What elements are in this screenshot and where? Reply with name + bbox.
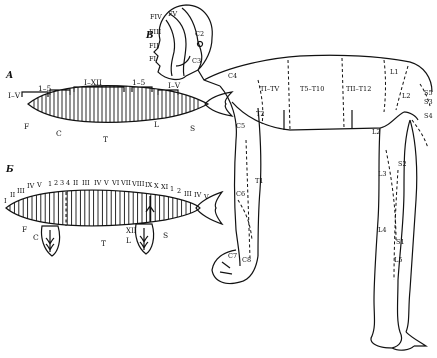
fish-b-label-ii: II <box>10 191 16 199</box>
fish-b-label-i: I <box>4 197 7 205</box>
fish-a-label-t: T <box>103 135 108 144</box>
fish-b-label-iii: III <box>17 187 25 195</box>
fish-b-label-c: C <box>33 233 39 242</box>
label-fv: FV <box>168 10 178 18</box>
fish-b-label-v: V <box>36 181 42 189</box>
label-fi: FI <box>149 55 157 63</box>
label-t1: T1 <box>255 177 263 185</box>
fish-b-label-4: 4 <box>66 179 70 187</box>
fish-b-label-iii-c: III <box>184 190 192 198</box>
fish-a-label-i-xii: I–XII <box>84 78 102 87</box>
panel-c: В <box>145 5 433 350</box>
fish-b-body <box>6 190 200 226</box>
fish-b-label-iv-b: IV <box>94 179 102 187</box>
fish-a-label-1-5-right: 1–5 <box>132 78 146 87</box>
fish-b-label-viii: VIII <box>131 180 145 188</box>
fish-b-front-fin <box>41 226 59 256</box>
human-head <box>154 5 220 86</box>
label-l2-top: L2 <box>402 92 410 100</box>
label-tii-t12: TII–T12 <box>346 85 371 93</box>
panel-a-letter: А <box>5 71 13 81</box>
label-s5: S5 <box>424 89 433 97</box>
panel-b-letter: Б <box>5 165 14 175</box>
label-c7: C7 <box>228 252 237 260</box>
panel-b: Б I II III IV V 1 <box>4 165 222 256</box>
fish-a-label-s: S <box>190 124 195 133</box>
fish-b-label-iv: IV <box>27 182 35 190</box>
fish-a-label-iv-left: I–V <box>8 91 21 100</box>
fish-b-label-f: F <box>22 225 27 234</box>
fish-b-label-x: X <box>154 182 159 190</box>
label-fiv: FIV <box>150 13 162 21</box>
fish-b-label-v-b: V <box>103 179 109 187</box>
label-l5: L5 <box>394 256 402 264</box>
label-s1: S1 <box>396 238 405 246</box>
fish-a-label-c: C <box>56 129 62 138</box>
label-ti-tv: TI–TV <box>260 85 279 93</box>
fish-b-label-iii-b: III <box>82 179 90 187</box>
label-l4: L4 <box>378 226 386 234</box>
fish-a-label-l: L <box>154 120 159 129</box>
label-l3: L3 <box>378 170 386 178</box>
fish-b-label-ii-b: II <box>73 179 79 187</box>
label-fiii: FIII <box>149 28 162 36</box>
label-s4: S4 <box>424 112 433 120</box>
label-c4: C4 <box>228 72 237 80</box>
fish-b-label-1: 1 <box>48 180 52 188</box>
label-l2-mid: L2 <box>372 128 380 136</box>
fish-b-label-2: 2 <box>54 179 58 187</box>
fish-a-label-f: F <box>24 122 29 131</box>
fish-b-label-xii: XII <box>126 227 137 235</box>
fish-b-label-ix: IX <box>145 181 153 189</box>
fish-b-label-vi: VI <box>111 179 120 187</box>
label-c8: C8 <box>242 256 251 264</box>
fish-a-label-1-5-left: 1–5 <box>38 84 52 93</box>
fish-b-label-iv-c: IV <box>194 191 202 199</box>
label-t2: T2 <box>256 110 264 118</box>
label-fii: FII <box>149 42 159 50</box>
fish-b-label-2-b: 2 <box>177 187 181 195</box>
label-c2-head: C2 <box>195 30 204 38</box>
fish-b-label-s: S <box>163 231 168 240</box>
label-s3: S3 <box>424 98 433 106</box>
fish-a-label-iv-right: I–V <box>168 81 181 90</box>
label-l1: L1 <box>390 68 398 76</box>
fish-b-label-v-c: V <box>203 193 209 201</box>
label-t5-t10: T5–T10 <box>300 85 324 93</box>
label-c6: C6 <box>236 190 245 198</box>
fish-b-label-vii: VII <box>120 179 131 187</box>
fish-b-label-3: 3 <box>60 179 64 187</box>
fish-b-label-xi: XI <box>161 183 169 191</box>
fish-b-label-t: T <box>101 239 106 248</box>
fish-b-label-l: L <box>126 236 131 245</box>
fish-b-label-1-b: 1 <box>170 185 174 193</box>
label-c5: C5 <box>236 122 245 130</box>
fish-b-stripes <box>10 186 190 230</box>
label-c3-head: C3 <box>192 57 201 65</box>
panel-a: А I–V 1–5 I–XII 1–5 I–V F C <box>5 71 232 144</box>
label-s2: S2 <box>398 160 407 168</box>
